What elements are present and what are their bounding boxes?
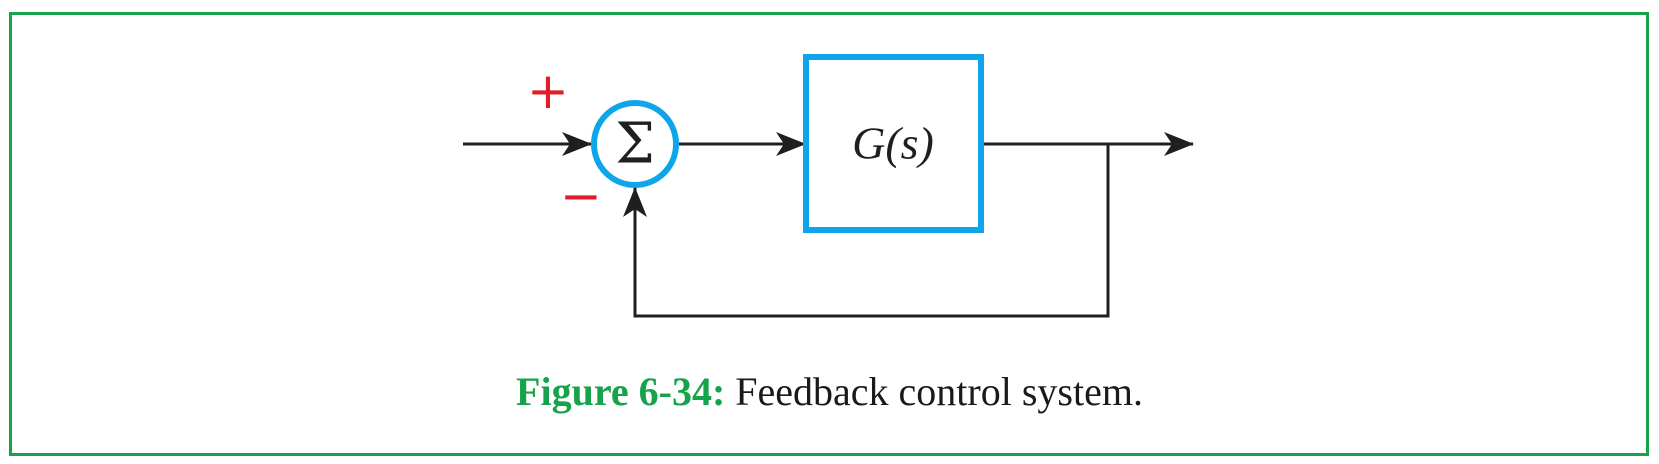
- figure-number: Figure 6-34:: [516, 369, 726, 414]
- feedback-path: [623, 144, 1110, 318]
- figure-caption-text: Feedback control system.: [735, 369, 1143, 414]
- plus-sign: +: [527, 62, 569, 120]
- transfer-function-block: [803, 54, 984, 233]
- block-label: G(s): [852, 118, 934, 169]
- summing-symbol: Σ: [615, 112, 655, 177]
- summing-junction: [591, 100, 679, 188]
- figure-frame: [9, 12, 1649, 456]
- figure-caption: Figure 6-34: Feedback control system.: [0, 372, 1659, 412]
- minus-sign: −: [560, 167, 602, 225]
